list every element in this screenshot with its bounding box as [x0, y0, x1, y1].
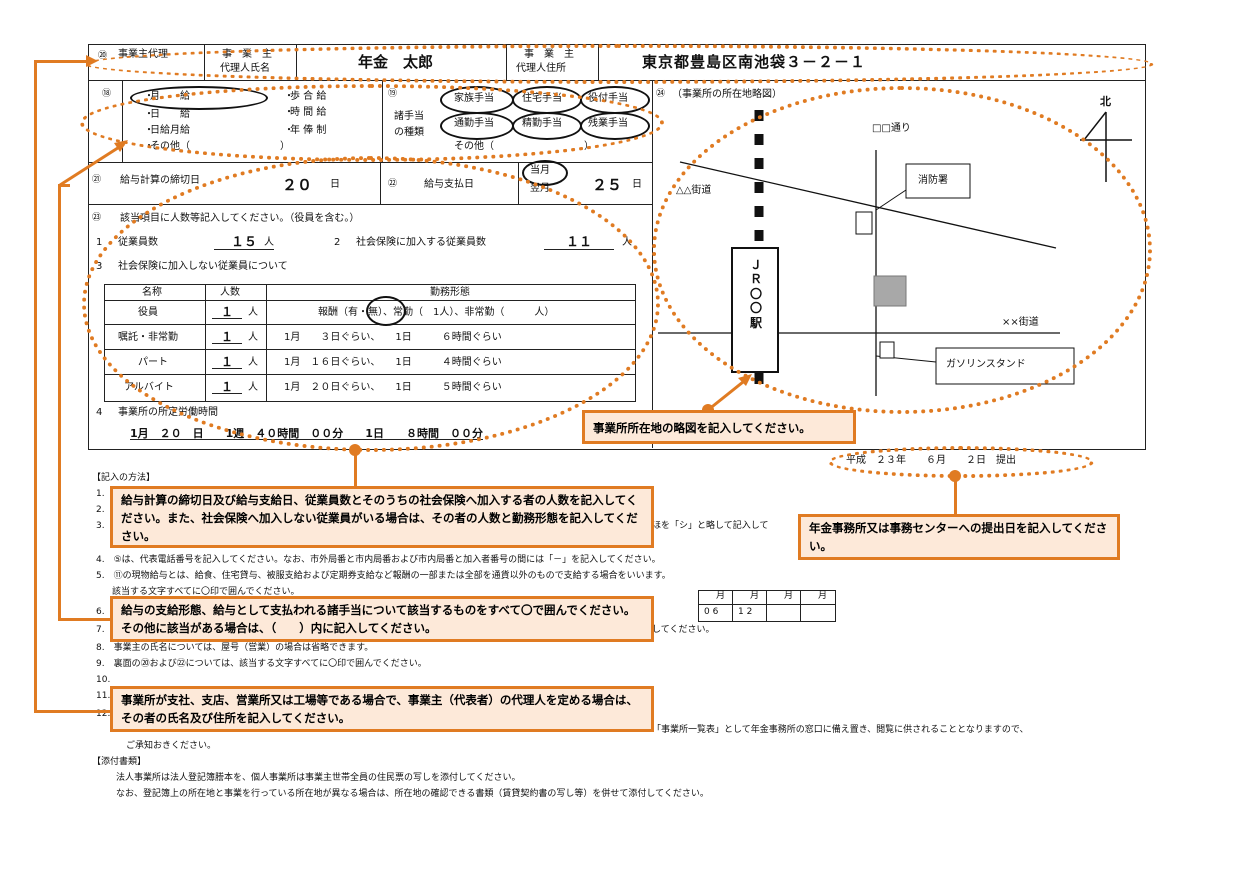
closing-label: 給与計算の締切日 — [120, 175, 200, 186]
q1-number: 1 — [96, 237, 103, 248]
circled-number: ⑳ — [98, 51, 108, 61]
month-label: 月 — [750, 591, 760, 601]
instruction-line: 12. — [96, 709, 111, 719]
month-box-frame — [698, 590, 836, 622]
circled-number: ㉓ — [92, 213, 102, 223]
attachment-line: なお、登記簿上の所在地と事業を行っている所在地が異なる場合は、所在地の確認できる… — [116, 789, 709, 799]
instruction-line-tail: してください。 — [652, 625, 715, 635]
connector-line — [58, 184, 70, 187]
instruction-line: 10. — [96, 675, 111, 685]
instruction-line: 9. 裏面の⑳および㉒については、該当する文字すべてに〇印で囲んでください。 — [96, 659, 427, 669]
month-label: 月 — [716, 591, 726, 601]
instruction-line-tail: ほを「シ」と略して記入して — [652, 521, 769, 531]
month-value[interactable]: 0 6 — [704, 607, 719, 617]
instruction-line: 6. — [96, 607, 105, 617]
circled-number: ㉔ — [656, 89, 666, 99]
connector-line — [58, 184, 61, 620]
instruction-line: ご承知おきください。 — [126, 741, 217, 751]
north-label: 北 — [1100, 95, 1111, 108]
callout-workers: 給与計算の締切日及び給与支給日、従業員数とそのうちの社会保険へ加入する者の人数を… — [110, 486, 654, 548]
instruction-line-tail: 「事業所一覧表」として年金事務所の窓口に備え置き、閲覧に供されることとなりますの… — [652, 725, 1029, 735]
map-label: （事業所の所在地略図） — [672, 89, 782, 100]
instruction-line: 該当する文字すべてに〇印で囲んでください。 — [112, 587, 300, 597]
circled-number: ⑱ — [102, 89, 112, 99]
month-box-divider — [800, 590, 801, 621]
connector-line — [34, 60, 37, 712]
callout-agent: 事業所が支社、支店、営業所又は工場等である場合で、事業主（代表者）の代理人を定め… — [110, 686, 654, 732]
attachments-heading: 【添付書類】 — [92, 757, 147, 767]
connector-line — [34, 710, 110, 713]
instructions-heading: 【記入の方法】 — [92, 473, 156, 483]
connector-line — [354, 450, 357, 490]
callout-pay: 給与の支給形態、給与として支払われる諸手当について該当するものをすべて〇で囲んで… — [110, 596, 654, 642]
callout-map: 事業所所在地の略図を記入してください。 — [582, 410, 856, 444]
highlight-map — [652, 86, 1152, 414]
circled-number: ㉑ — [92, 175, 102, 185]
month-box-divider — [766, 590, 767, 621]
connector-line — [954, 476, 957, 516]
highlight-workers — [82, 156, 660, 452]
instruction-line: 11. — [96, 691, 111, 701]
month-value[interactable]: 1 2 — [738, 607, 753, 617]
highlight-date — [828, 446, 1094, 478]
instruction-line: 3. — [96, 521, 105, 531]
instruction-line: 5. ⑪の現物給与とは、給食、住宅貸与、被服支給および定期券支給など報酬の一部ま… — [96, 571, 671, 581]
instruction-line: 7. — [96, 625, 105, 635]
connector-line — [34, 60, 90, 63]
payday-unit: 日 — [632, 179, 642, 190]
callout-date: 年金事務所又は事務センターへの提出日を記入してください。 — [798, 514, 1120, 560]
month-label: 月 — [784, 591, 794, 601]
q4-label: 事業所の所定労働時間 — [118, 407, 218, 418]
attachment-line: 法人事業所は法人登記簿謄本を、個人事業所は事業主世帯全員の住民票の写しを添付して… — [116, 773, 521, 783]
connector-dot-icon — [949, 470, 961, 482]
connector-dot-icon — [349, 444, 361, 456]
month-box-divider — [732, 590, 733, 621]
arrow-head-icon — [86, 55, 98, 67]
instruction-line: 1. — [96, 489, 105, 499]
month-label: 月 — [818, 591, 828, 601]
connector-line — [58, 618, 110, 621]
instruction-line: 8. 事業主の氏名については、屋号（営業）の場合は省略できます。 — [96, 643, 374, 653]
payday-value[interactable]: ２５ — [592, 176, 623, 194]
instruction-line: 2. — [96, 505, 105, 515]
instruction-line: 4. ⑤は、代表電話番号を記入してください。なお、市外局番と市内局番および市内局… — [96, 555, 661, 565]
q4-number: 4 — [96, 407, 103, 418]
